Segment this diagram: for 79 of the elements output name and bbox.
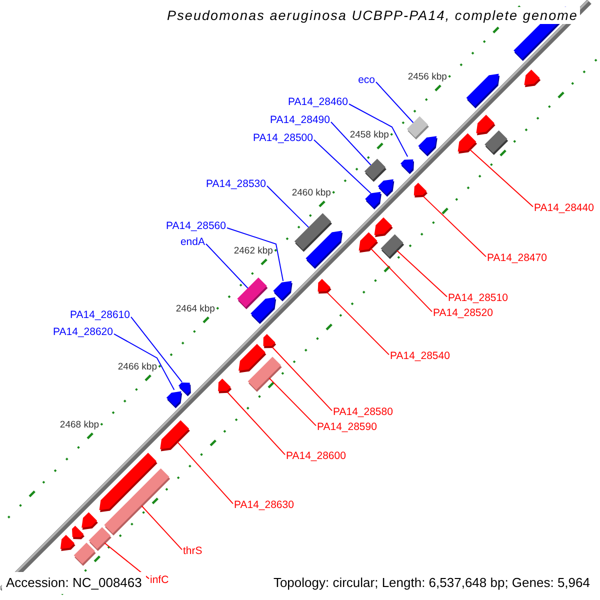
gene-feature	[60, 534, 76, 551]
gene-feature	[250, 297, 276, 324]
gene-label: endA	[180, 236, 205, 248]
leader-line	[348, 104, 408, 158]
gene-feature	[273, 281, 292, 302]
leader-line	[104, 542, 150, 580]
gene-label: PA14_28470	[487, 252, 547, 264]
gene-label: PA14_28590	[317, 420, 377, 434]
gene-feature	[466, 74, 500, 108]
gene-feature	[72, 526, 84, 540]
gene-label: PA14_28580	[333, 406, 393, 418]
leader-line	[176, 441, 234, 504]
gene-feature	[166, 391, 182, 408]
gene-feature	[318, 278, 332, 294]
tick-label: 2456 kbp	[408, 72, 447, 83]
leader-line	[266, 185, 310, 228]
gene-feature	[99, 452, 158, 512]
leader-line	[268, 378, 316, 426]
map-title: Pseudomonas aeruginosa UCBPP-PA14, complete genome	[165, 7, 580, 24]
gene-feature	[374, 217, 393, 238]
gene-feature	[365, 192, 382, 210]
tick-label: 2462 kbp	[234, 246, 273, 257]
gene-feature	[358, 232, 378, 253]
gene-box	[88, 527, 112, 551]
leader-line	[469, 149, 534, 208]
gene-feature	[218, 378, 232, 394]
gene-feature	[418, 136, 438, 156]
gene-feature	[458, 133, 477, 154]
leader-line	[376, 82, 414, 124]
gene-box	[484, 130, 508, 155]
leader-line	[396, 250, 448, 298]
gene-label: eco	[358, 74, 375, 86]
tick-label: 2458 kbp	[350, 130, 389, 141]
gene-feature	[263, 334, 276, 348]
leader-line	[330, 122, 372, 166]
gene-label: PA14_28620	[53, 326, 113, 338]
gene-box	[74, 542, 96, 566]
gene-feature	[378, 179, 394, 197]
tick-label: 2468 kbp	[60, 420, 100, 431]
leader-line	[141, 505, 182, 550]
leader-line	[206, 243, 248, 289]
gene-label: PA14_28600	[286, 450, 346, 462]
gene-feature	[524, 70, 541, 88]
gene-feature	[306, 230, 343, 269]
gene-box	[364, 158, 386, 182]
gene-label: PA14_28560	[166, 220, 226, 232]
gene-label: PA14_28630	[234, 498, 294, 512]
gene-label: PA14_28610	[70, 308, 130, 322]
leader-line	[422, 196, 486, 258]
accession-text: Accession: NC_008463	[2, 572, 146, 594]
gene-feature	[238, 344, 266, 373]
tick-label: 2466 kbp	[118, 362, 157, 373]
gene-label: PA14_28500	[253, 132, 313, 144]
gene-label: PA14_28460	[288, 96, 348, 108]
gene-feature	[400, 159, 414, 174]
tick-label: 2460 kbp	[292, 188, 331, 199]
gene-label: PA14_28510	[448, 292, 508, 304]
leader-line	[314, 139, 372, 194]
leader-line	[272, 346, 332, 412]
leader-line	[130, 316, 182, 383]
gene-feature	[160, 420, 190, 452]
gene-label: PA14_28490	[270, 114, 330, 126]
gene-label: PA14_28530	[206, 178, 266, 190]
gene-label: infC	[150, 574, 169, 586]
gene-label: PA14_28440	[534, 202, 594, 214]
leader-line	[226, 392, 286, 456]
leader-line	[326, 292, 390, 356]
gene-box	[380, 234, 404, 259]
leader-line	[114, 333, 175, 390]
gene-label: PA14_28540	[390, 350, 450, 362]
gene-box	[406, 116, 429, 140]
gene-feature	[414, 182, 428, 198]
tick-label: 2464 kbp	[176, 304, 215, 315]
gene-feature	[82, 512, 98, 530]
leader-line	[370, 248, 432, 312]
gene-label: PA14_28520	[433, 306, 493, 320]
gene-label: thrS	[183, 544, 202, 558]
leader-line	[226, 227, 284, 282]
gene-feature	[476, 114, 496, 136]
